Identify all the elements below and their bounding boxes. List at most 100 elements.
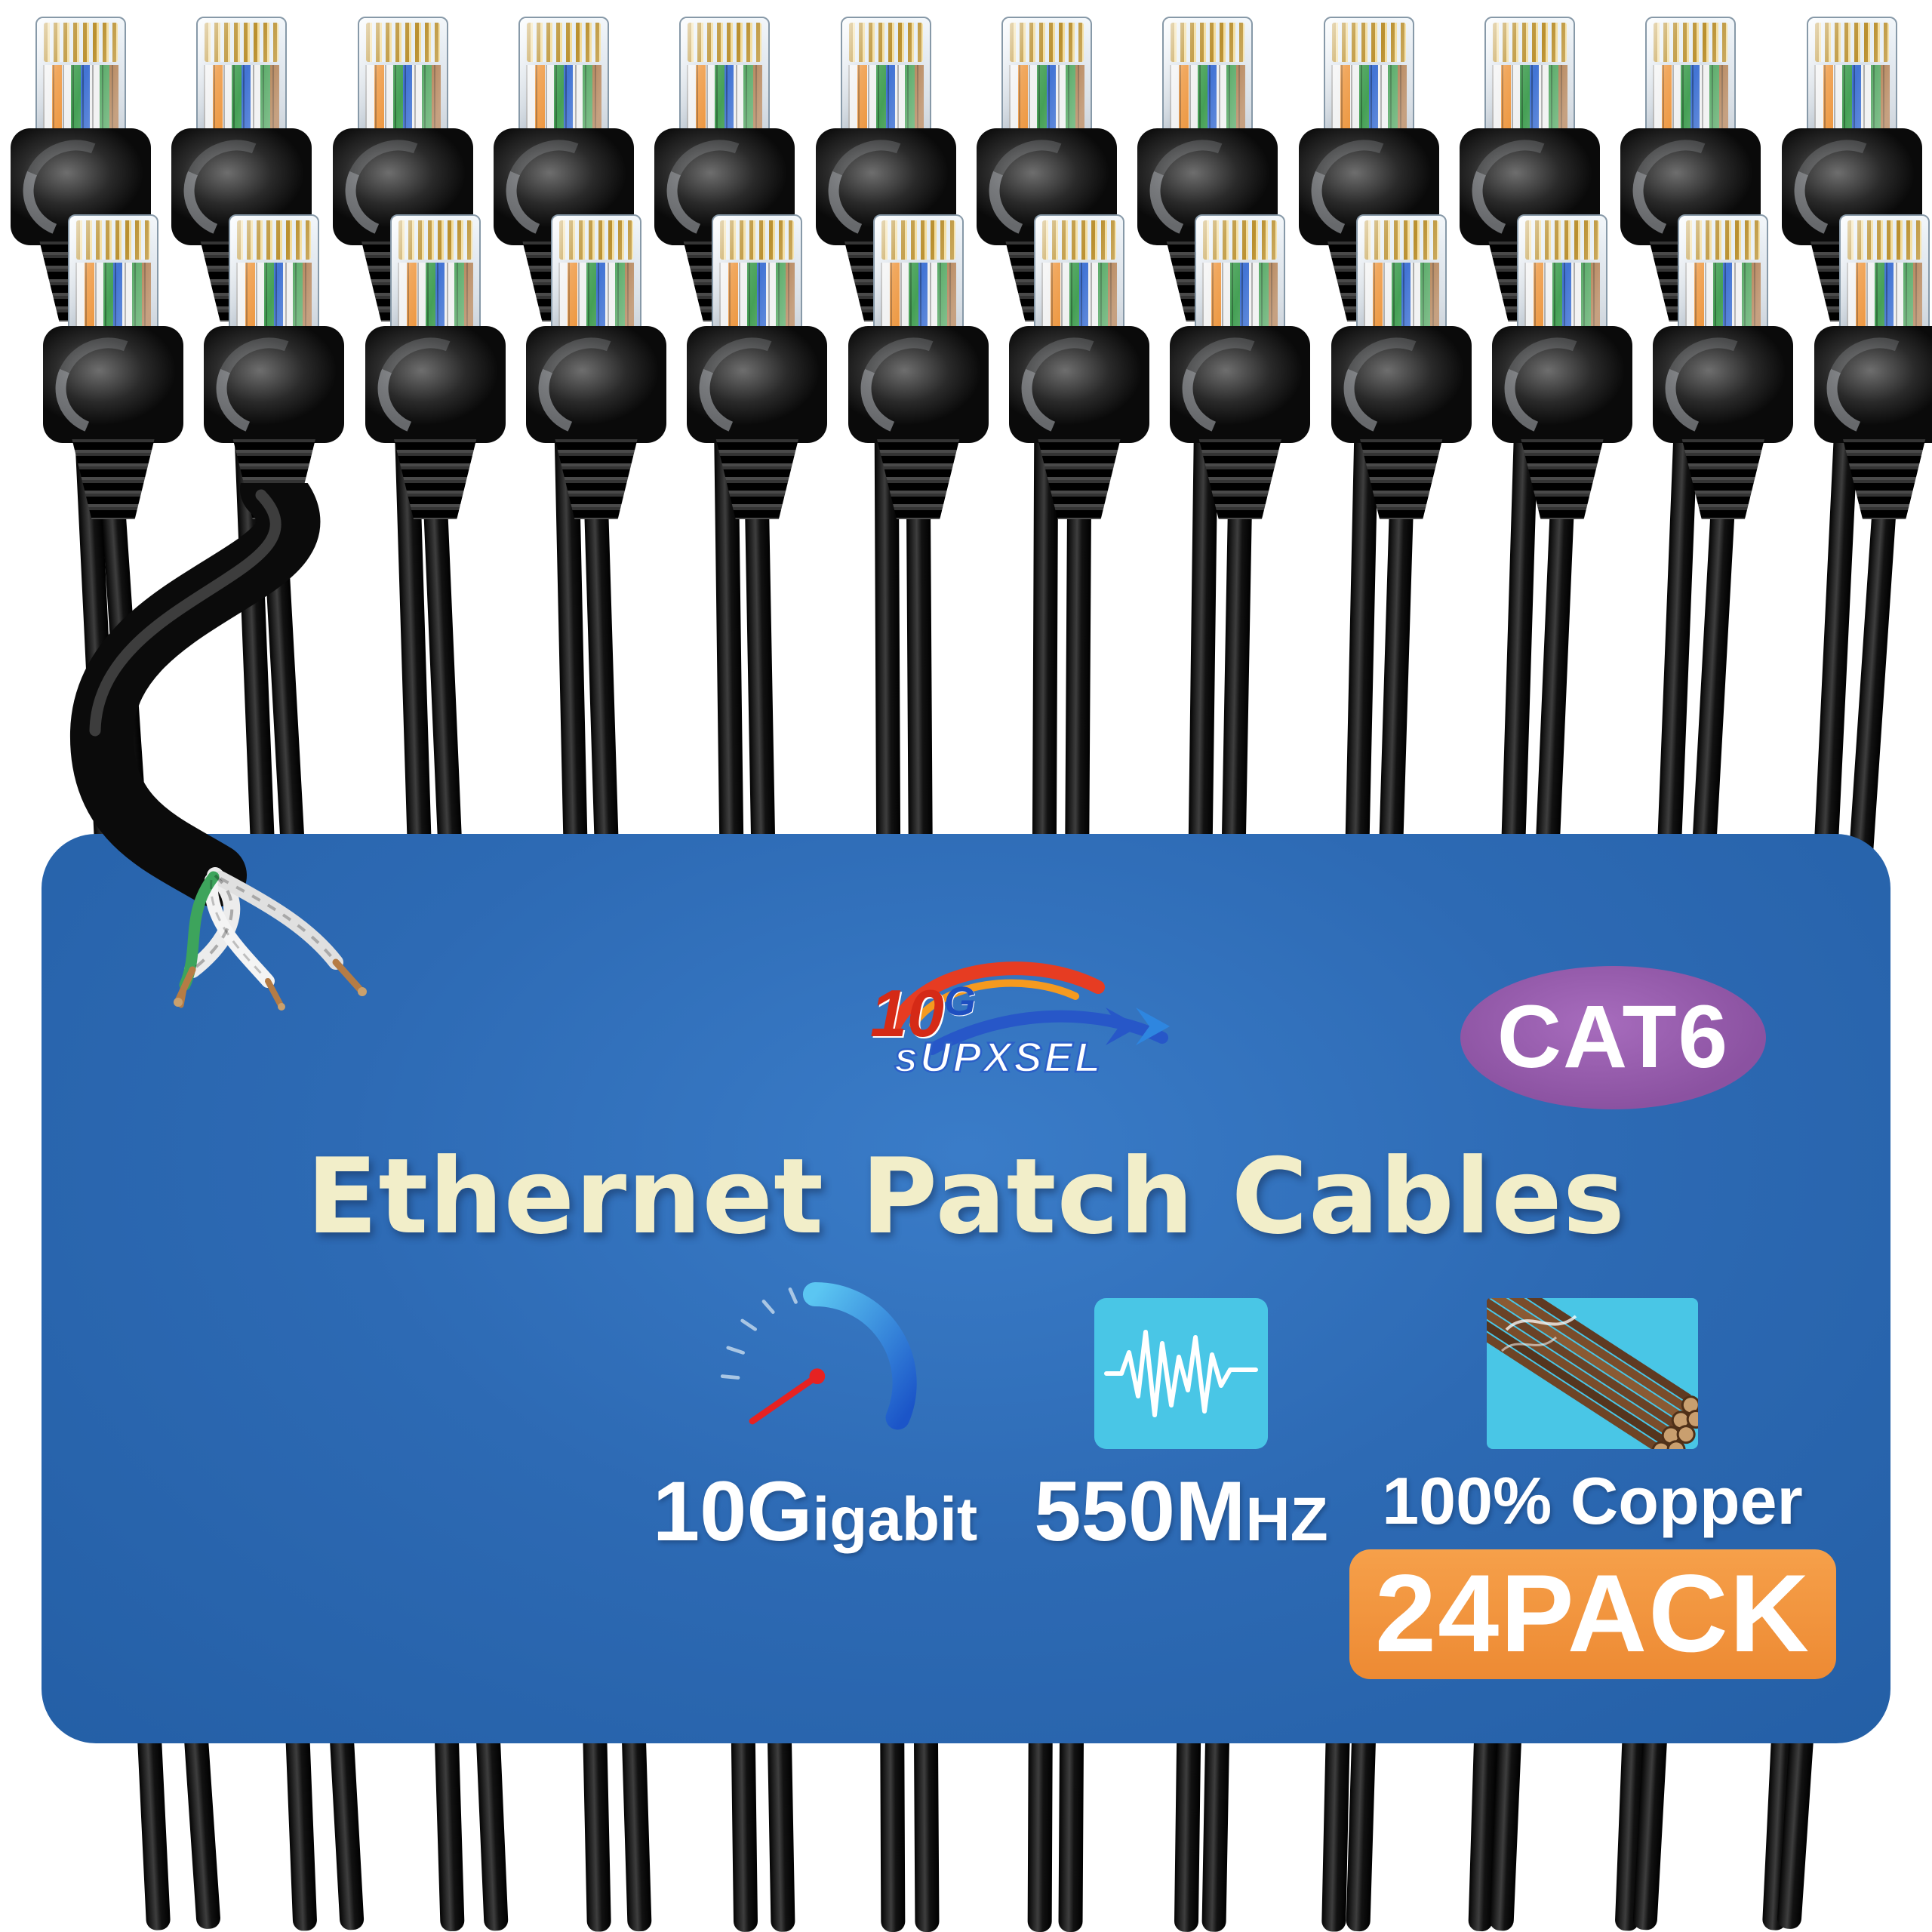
gold-pins-icon [527,23,601,62]
feature-speed: 10Gigabit [634,1260,996,1560]
strain-relief [1198,439,1281,519]
rj45-plug [389,214,481,344]
rj45-plug [712,214,803,344]
gold-pins-icon [559,220,633,260]
strain-relief [1360,439,1443,519]
gold-pins-icon [44,23,118,62]
feature-label-speed: 10Gigabit [652,1464,978,1558]
rj45-plug [1678,214,1769,344]
connector-boot [365,326,506,443]
stripped-cable-graphic [69,483,367,1011]
rj45-plug [518,17,609,146]
gold-pins-icon [1171,23,1245,62]
product-title: Ethernet Patch Cables [306,1136,1626,1257]
gold-pins-icon [848,23,923,62]
gold-pins-icon [1814,23,1889,62]
rj45-connector [847,214,990,524]
strain-relief [1038,439,1121,519]
rj45-plug [1162,17,1254,146]
strain-relief [715,439,798,519]
gold-pins-icon [1331,23,1406,62]
rj45-plug [35,17,126,146]
rj45-connector [1330,214,1473,524]
rj45-connector [1008,214,1151,524]
gold-pins-icon [1010,23,1084,62]
feature-bandwidth: 550MHZ [1023,1260,1340,1560]
strain-relief [555,439,638,519]
connector-boot [687,326,828,443]
rj45-plug [1517,214,1607,344]
copper-strands-icon [1487,1260,1698,1449]
rj45-connector [364,214,507,524]
rj45-plug [196,17,288,146]
strain-relief [1521,439,1604,519]
connector-boot [1009,326,1149,443]
strain-relief [1681,439,1764,519]
gold-pins-icon [1042,220,1116,260]
rj45-connector [1619,17,1762,326]
rj45-plug [1034,214,1124,344]
rj45-plug [840,17,931,146]
gold-pins-icon [237,220,312,260]
rj45-connector [42,214,185,524]
gold-pins-icon [76,220,150,260]
rj45-plug [1355,214,1447,344]
rj45-plug [1484,17,1575,146]
info-panel: 10G sUPXSEL CAT6 Ethernet Patch Cables [42,834,1890,1743]
rj45-connector [1491,214,1634,524]
rj45-plug [1195,214,1286,344]
rj45-plug [1645,17,1737,146]
connector-boot [1492,326,1632,443]
gold-pins-icon [1364,220,1438,260]
rj45-plug [872,214,964,344]
feature-copper: 100% Copper [1382,1260,1803,1540]
connector-boot [1170,326,1311,443]
brand-name: sUPXSEL [894,1032,1103,1082]
brand-number: 10G [870,976,976,1051]
cat6-badge: CAT6 [1460,966,1766,1109]
connector-boot [1331,326,1472,443]
connector-boot [1653,326,1794,443]
gold-pins-icon [688,23,762,62]
rj45-plug [551,214,641,344]
connector-boot [526,326,666,443]
connector-boot [1814,326,1932,443]
rj45-plug [68,214,158,344]
connector-boot [848,326,989,443]
gold-pins-icon [398,220,472,260]
waveform-icon [1094,1260,1268,1449]
gold-pins-icon [1525,220,1599,260]
gold-pins-icon [720,220,795,260]
connector-boot [204,326,345,443]
rj45-connector [1813,214,1932,524]
gold-pins-icon [205,23,279,62]
pack-badge: 24PACK [1349,1549,1836,1679]
rj45-plug [1838,214,1930,344]
rj45-connector [685,214,829,524]
gold-pins-icon [881,220,955,260]
rj45-plug [679,17,771,146]
rj45-connector [1168,214,1312,524]
gold-pins-icon [1493,23,1567,62]
rj45-plug [1001,17,1092,146]
gold-pins-icon [1847,220,1921,260]
strain-relief [1843,439,1926,519]
rj45-connector [202,214,346,524]
gold-pins-icon [1654,23,1728,62]
gold-pins-icon [365,23,440,62]
brand-logo: 10G sUPXSEL [781,936,1204,1109]
rj45-plug [357,17,448,146]
gold-pins-icon [1203,220,1278,260]
rj45-plug [1323,17,1414,146]
gold-pins-icon [1686,220,1761,260]
logo-swoosh-icon [888,961,1170,1055]
rj45-plug [1806,17,1897,146]
connector-boot [43,326,183,443]
feature-label-bandwidth: 550MHZ [1034,1464,1328,1558]
rj45-plug [229,214,320,344]
rj45-connector [1651,214,1795,524]
strain-relief [877,439,960,519]
rj45-connector [525,214,668,524]
speedometer-icon [687,1260,943,1449]
feature-label-copper: 100% Copper [1382,1463,1803,1538]
